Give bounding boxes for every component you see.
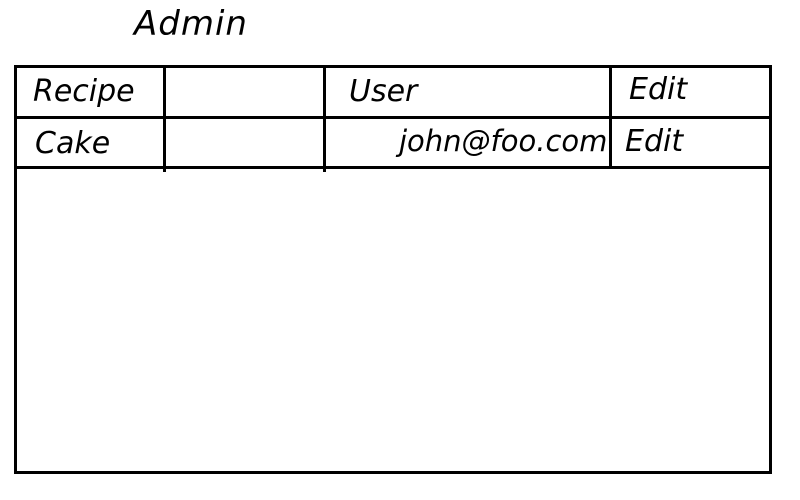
- header-divider: [17, 116, 769, 119]
- column-divider-2: [323, 68, 326, 172]
- column-divider-1: [163, 68, 166, 172]
- header-edit-link[interactable]: Edit: [629, 72, 688, 107]
- header-user: User: [349, 74, 418, 109]
- admin-table: Recipe User Edit Cake john@foo.com Edit: [14, 65, 772, 474]
- page-title: Admin: [134, 4, 248, 44]
- column-divider-3: [609, 68, 612, 169]
- row-recipe-name: Cake: [35, 126, 111, 161]
- row-user-email: john@foo.com: [399, 124, 608, 158]
- row-divider: [17, 166, 769, 169]
- row-edit-link[interactable]: Edit: [625, 124, 684, 159]
- header-recipe: Recipe: [33, 74, 135, 109]
